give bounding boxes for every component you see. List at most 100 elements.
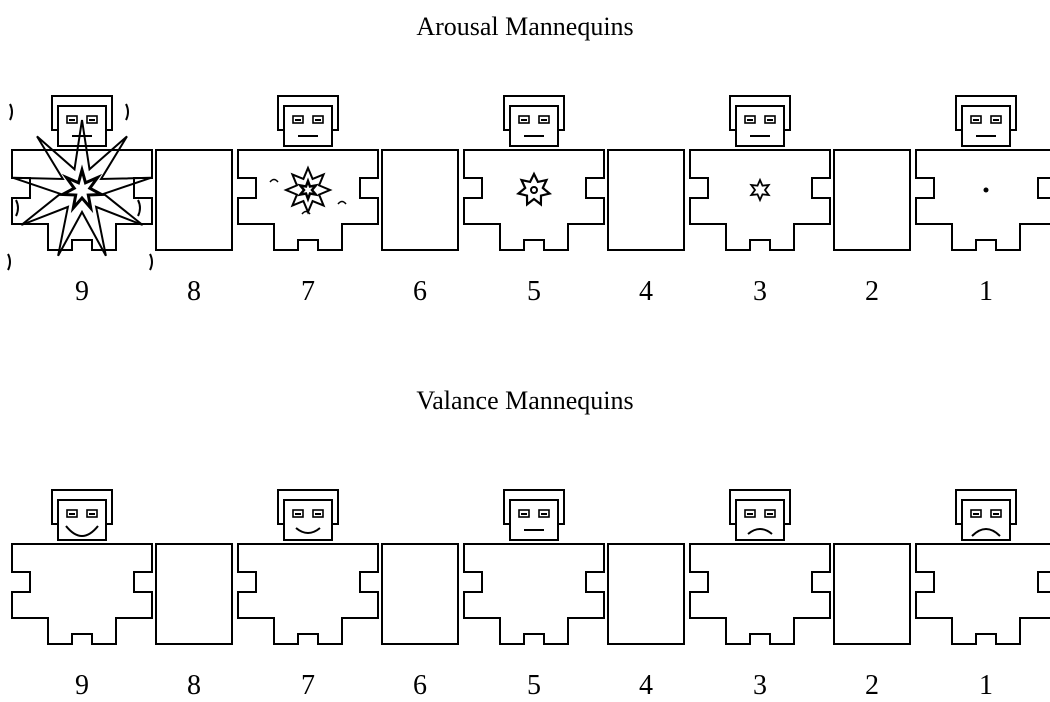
face-icon [283,105,333,147]
intermediate-box [607,149,685,251]
arousal-scale-label: 8 [187,276,201,307]
hair-icon [955,489,1017,525]
intermediate-box [833,543,911,645]
valence-mannequin [11,489,153,645]
vibration-mark-icon [7,253,11,271]
hair-icon [503,95,565,131]
body-icon [11,149,153,251]
face-icon [735,499,785,541]
left-eye-icon [66,115,78,124]
mouth-icon [65,525,99,537]
arousal-scale-label: 3 [753,276,767,307]
arousal-title: Arousal Mannequins [416,12,634,41]
vibration-mark-icon [337,200,347,205]
arousal-scale-label: 7 [301,276,315,307]
right-eye-icon [86,115,98,124]
right-eye-icon [86,509,98,518]
left-eye-icon [66,509,78,518]
arousal-mannequin [7,95,153,271]
body-icon [11,543,153,645]
intermediate-box [155,543,233,645]
valence-mannequin [463,489,605,645]
burst-icon [283,165,333,215]
vibration-mark-icon [137,199,141,217]
arousal-mannequin [237,95,379,251]
arousal-mannequin [689,95,831,251]
hair-icon [729,489,791,525]
valence-mannequin [915,489,1050,645]
face-icon [961,499,1011,541]
face-icon [57,105,107,147]
vibration-mark-icon [149,253,153,271]
arousal-mannequin [463,95,605,251]
right-eye-icon [312,509,324,518]
arousal-scale-label: 4 [639,276,653,307]
burst-core-icon [297,177,319,203]
valence-scale-label: 7 [301,670,315,701]
valence-scale-label: 6 [413,670,427,701]
burst-icon [515,171,553,207]
face-icon [509,499,559,541]
face-icon [961,105,1011,147]
hair-icon [277,95,339,131]
hair-icon [503,489,565,525]
valence-scale-label: 9 [75,670,89,701]
right-eye-icon [764,509,776,518]
arousal-mannequin [915,95,1050,251]
face-icon [509,105,559,147]
hair-icon [729,95,791,131]
left-eye-icon [970,115,982,124]
arousal-scale-label: 5 [527,276,541,307]
body-icon [237,149,379,251]
right-eye-icon [538,115,550,124]
hair-icon [277,489,339,525]
right-eye-icon [312,115,324,124]
vibration-mark-icon [125,103,129,121]
explosion-core-icon [56,164,108,214]
valence-scale-label: 2 [865,670,879,701]
body-icon [463,543,605,645]
vibration-mark-icon [15,199,19,217]
burst-icon [749,177,771,203]
valence-scale-label: 3 [753,670,767,701]
arousal-scale-label: 2 [865,276,879,307]
right-eye-icon [990,509,1002,518]
body-icon [915,543,1050,645]
arousal-row [7,95,1050,271]
left-eye-icon [970,509,982,518]
valence-scale-label: 4 [639,670,653,701]
valence-scale-label: 1 [979,670,993,701]
arousal-scale-label: 6 [413,276,427,307]
face-icon [283,499,333,541]
vibration-mark-icon [269,178,279,183]
body-icon [689,543,831,645]
valence-scale-label: 5 [527,670,541,701]
arousal-scale-label: 1 [979,276,993,307]
vibration-mark-icon [301,210,311,215]
right-eye-icon [538,509,550,518]
mouth-icon [747,528,773,535]
intermediate-box [607,543,685,645]
right-eye-icon [764,115,776,124]
left-eye-icon [744,115,756,124]
valence-title: Valance Mannequins [416,386,634,415]
left-eye-icon [292,509,304,518]
left-eye-icon [518,509,530,518]
left-eye-icon [518,115,530,124]
burst-core-icon [530,186,538,194]
mouth-icon [971,528,1001,537]
hair-icon [51,489,113,525]
mouth-icon [295,527,321,534]
left-eye-icon [292,115,304,124]
right-eye-icon [990,115,1002,124]
valence-row [11,489,1050,645]
valence-mannequin [237,489,379,645]
intermediate-box [833,149,911,251]
body-icon [915,149,1050,251]
body-icon [237,543,379,645]
intermediate-box [155,149,233,251]
face-icon [57,499,107,541]
valence-mannequin [689,489,831,645]
left-eye-icon [744,509,756,518]
